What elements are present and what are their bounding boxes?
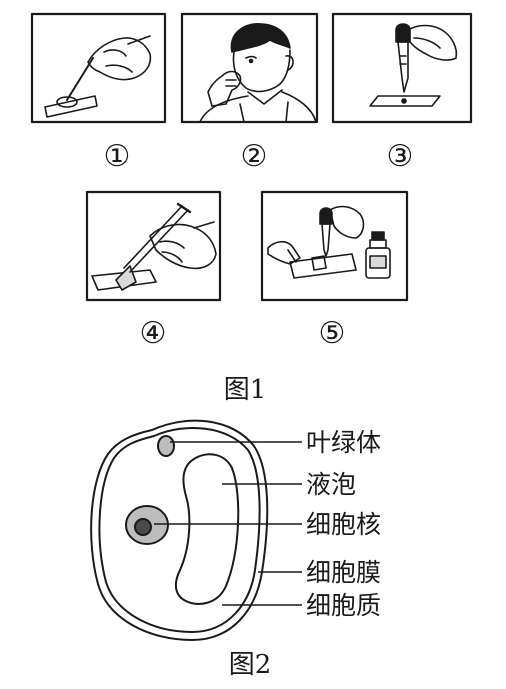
step-number-2: ②	[241, 139, 268, 174]
figure1-caption: 图1	[224, 375, 267, 405]
tweezers-placing-coverslip-icon	[91, 202, 217, 291]
vacuole	[174, 453, 240, 605]
step5-panel	[260, 190, 409, 302]
step-number-1: ①	[104, 139, 131, 174]
cell-wall-outer	[90, 419, 269, 642]
label-nucleus: 细胞核	[306, 510, 381, 539]
leader-lines	[154, 441, 302, 606]
part-labels: 叶绿体 液泡 细胞核 细胞膜 细胞质	[306, 428, 381, 620]
label-vacuole: 液泡	[306, 470, 356, 499]
figure1	[30, 12, 473, 302]
dropper-drop-on-slide-icon	[369, 23, 458, 107]
step1-panel	[30, 12, 167, 124]
dropper-on-slide-icon	[44, 35, 152, 118]
step-number-4: ④	[140, 316, 167, 351]
figure2-cell	[90, 419, 269, 642]
label-membrane: 细胞膜	[306, 558, 381, 587]
cell-membrane	[98, 426, 261, 634]
nucleolus	[134, 518, 152, 536]
step4-panel	[85, 190, 222, 302]
chloroplast	[157, 435, 175, 457]
step2-panel	[180, 12, 319, 124]
boy-rinsing-mouth-icon	[199, 23, 317, 123]
step-number-3: ③	[387, 139, 414, 174]
label-chloroplast: 叶绿体	[306, 428, 381, 457]
staining-with-dropper-icon	[267, 205, 391, 279]
step3-panel	[331, 12, 473, 124]
figure2-caption: 图2	[229, 650, 272, 680]
step-number-5: ⑤	[319, 316, 346, 351]
label-cytoplasm: 细胞质	[306, 591, 381, 620]
step-numbers: ① ② ③ ④ ⑤	[104, 139, 414, 351]
